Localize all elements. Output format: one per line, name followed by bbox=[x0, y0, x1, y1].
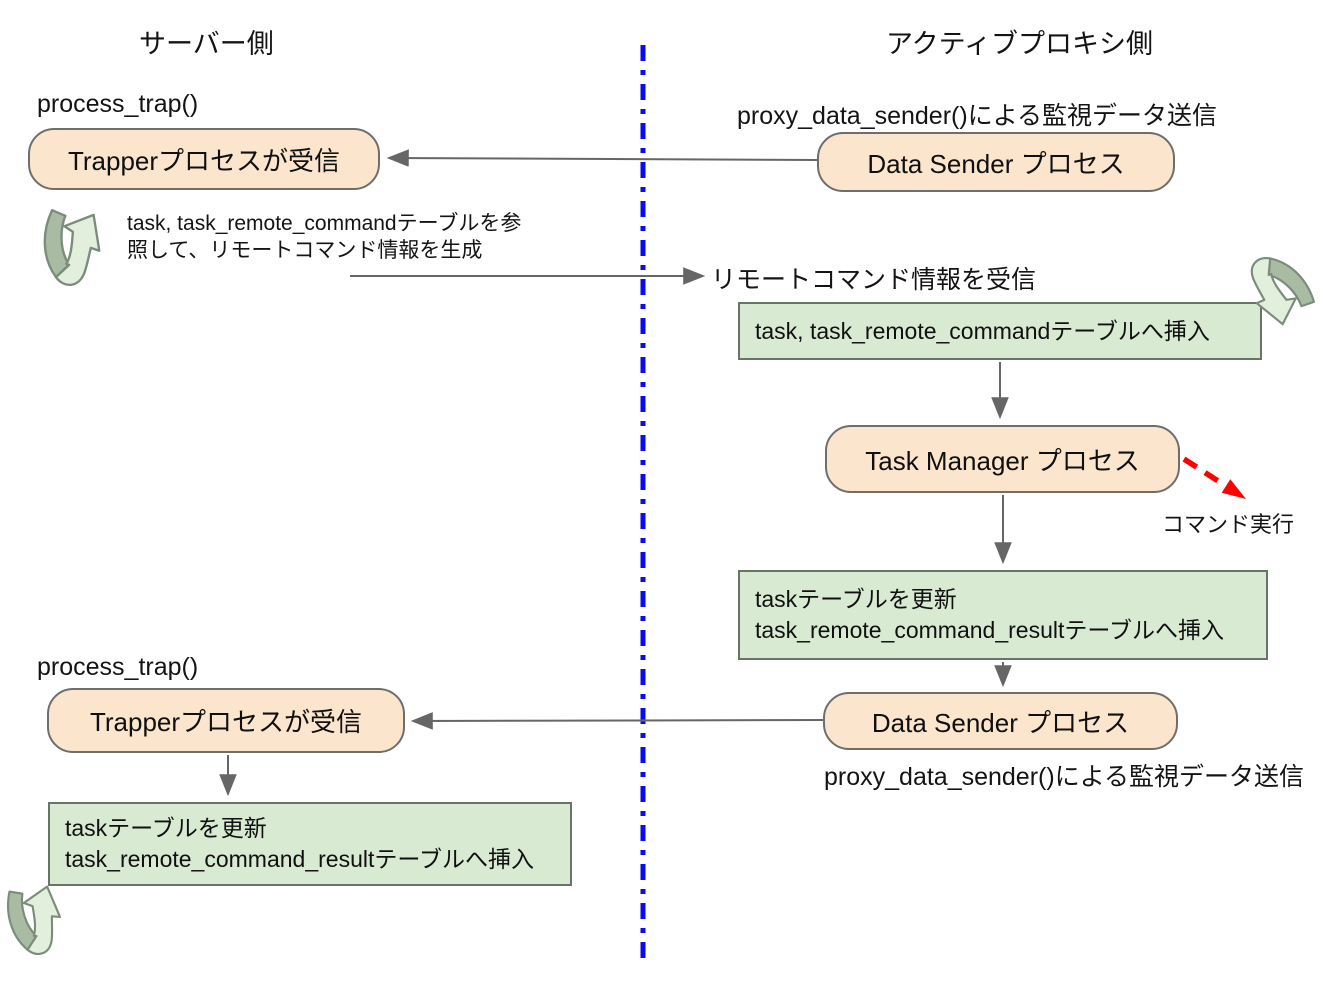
server-update-line-2: task_remote_command_resultテーブルへ挿入 bbox=[65, 846, 534, 872]
receive-remote-command-label: リモートコマンド情報を受信 bbox=[711, 266, 1037, 294]
note-line-1: task, task_remote_commandテーブルを参 bbox=[127, 212, 522, 235]
update-line-2: task_remote_command_resultテーブルへ挿入 bbox=[755, 617, 1224, 643]
server-side-header: サーバー側 bbox=[139, 29, 274, 59]
proxy-side-header: アクティブプロキシ側 bbox=[886, 29, 1154, 59]
update-line-1: taskテーブルを更新 bbox=[755, 586, 957, 612]
data-sender-process-box-bottom: Data Sender プロセス bbox=[823, 692, 1178, 750]
data-sender-process-box-top: Data Sender プロセス bbox=[817, 132, 1175, 192]
process-trap-label-top: process_trap() bbox=[37, 90, 199, 118]
loop-arrow-icon-bottom-left bbox=[6, 885, 62, 955]
loop-arrow-icon-top-left bbox=[43, 208, 101, 286]
task-manager-label: Task Manager プロセス bbox=[865, 445, 1140, 476]
loop-arrow-icon-top-right bbox=[1250, 256, 1316, 326]
task-manager-process-box: Task Manager プロセス bbox=[825, 425, 1180, 493]
proxy-data-sender-label-top: proxy_data_sender()による監視データ送信 bbox=[737, 102, 1217, 130]
generate-remote-command-note: task, task_remote_commandテーブルを参 照して、リモート… bbox=[127, 210, 521, 264]
trapper-process-box-bottom: Trapperプロセスが受信 bbox=[47, 688, 405, 753]
trapper-process-label-top: Trapperプロセスが受信 bbox=[67, 145, 341, 176]
update-task-tables-box-server: taskテーブルを更新 task_remote_command_resultテー… bbox=[48, 802, 572, 886]
insert-task-tables-label: task, task_remote_commandテーブルへ挿入 bbox=[755, 317, 1210, 344]
note-line-2: 照して、リモートコマンド情報を生成 bbox=[127, 239, 483, 262]
proxy-data-sender-label-bottom: proxy_data_sender()による監視データ送信 bbox=[824, 763, 1304, 791]
trapper-process-label-bottom: Trapperプロセスが受信 bbox=[89, 707, 363, 737]
command-exec-label: コマンド実行 bbox=[1162, 512, 1295, 537]
data-sender-label-top: Data Sender プロセス bbox=[867, 148, 1125, 179]
update-task-tables-box-proxy: taskテーブルを更新 task_remote_command_resultテー… bbox=[738, 570, 1268, 660]
arrow-data-sender-to-trapper-bottom bbox=[410, 712, 824, 730]
data-sender-label-bottom: Data Sender プロセス bbox=[871, 707, 1130, 738]
arrow-data-sender-to-trapper-top bbox=[386, 149, 818, 167]
process-trap-label-bottom: process_trap() bbox=[37, 653, 199, 681]
insert-task-tables-box: task, task_remote_commandテーブルへ挿入 bbox=[738, 302, 1262, 360]
trapper-process-box-top: Trapperプロセスが受信 bbox=[28, 128, 380, 190]
server-update-line-1: taskテーブルを更新 bbox=[65, 815, 267, 841]
command-exec-arrow bbox=[1182, 456, 1246, 499]
